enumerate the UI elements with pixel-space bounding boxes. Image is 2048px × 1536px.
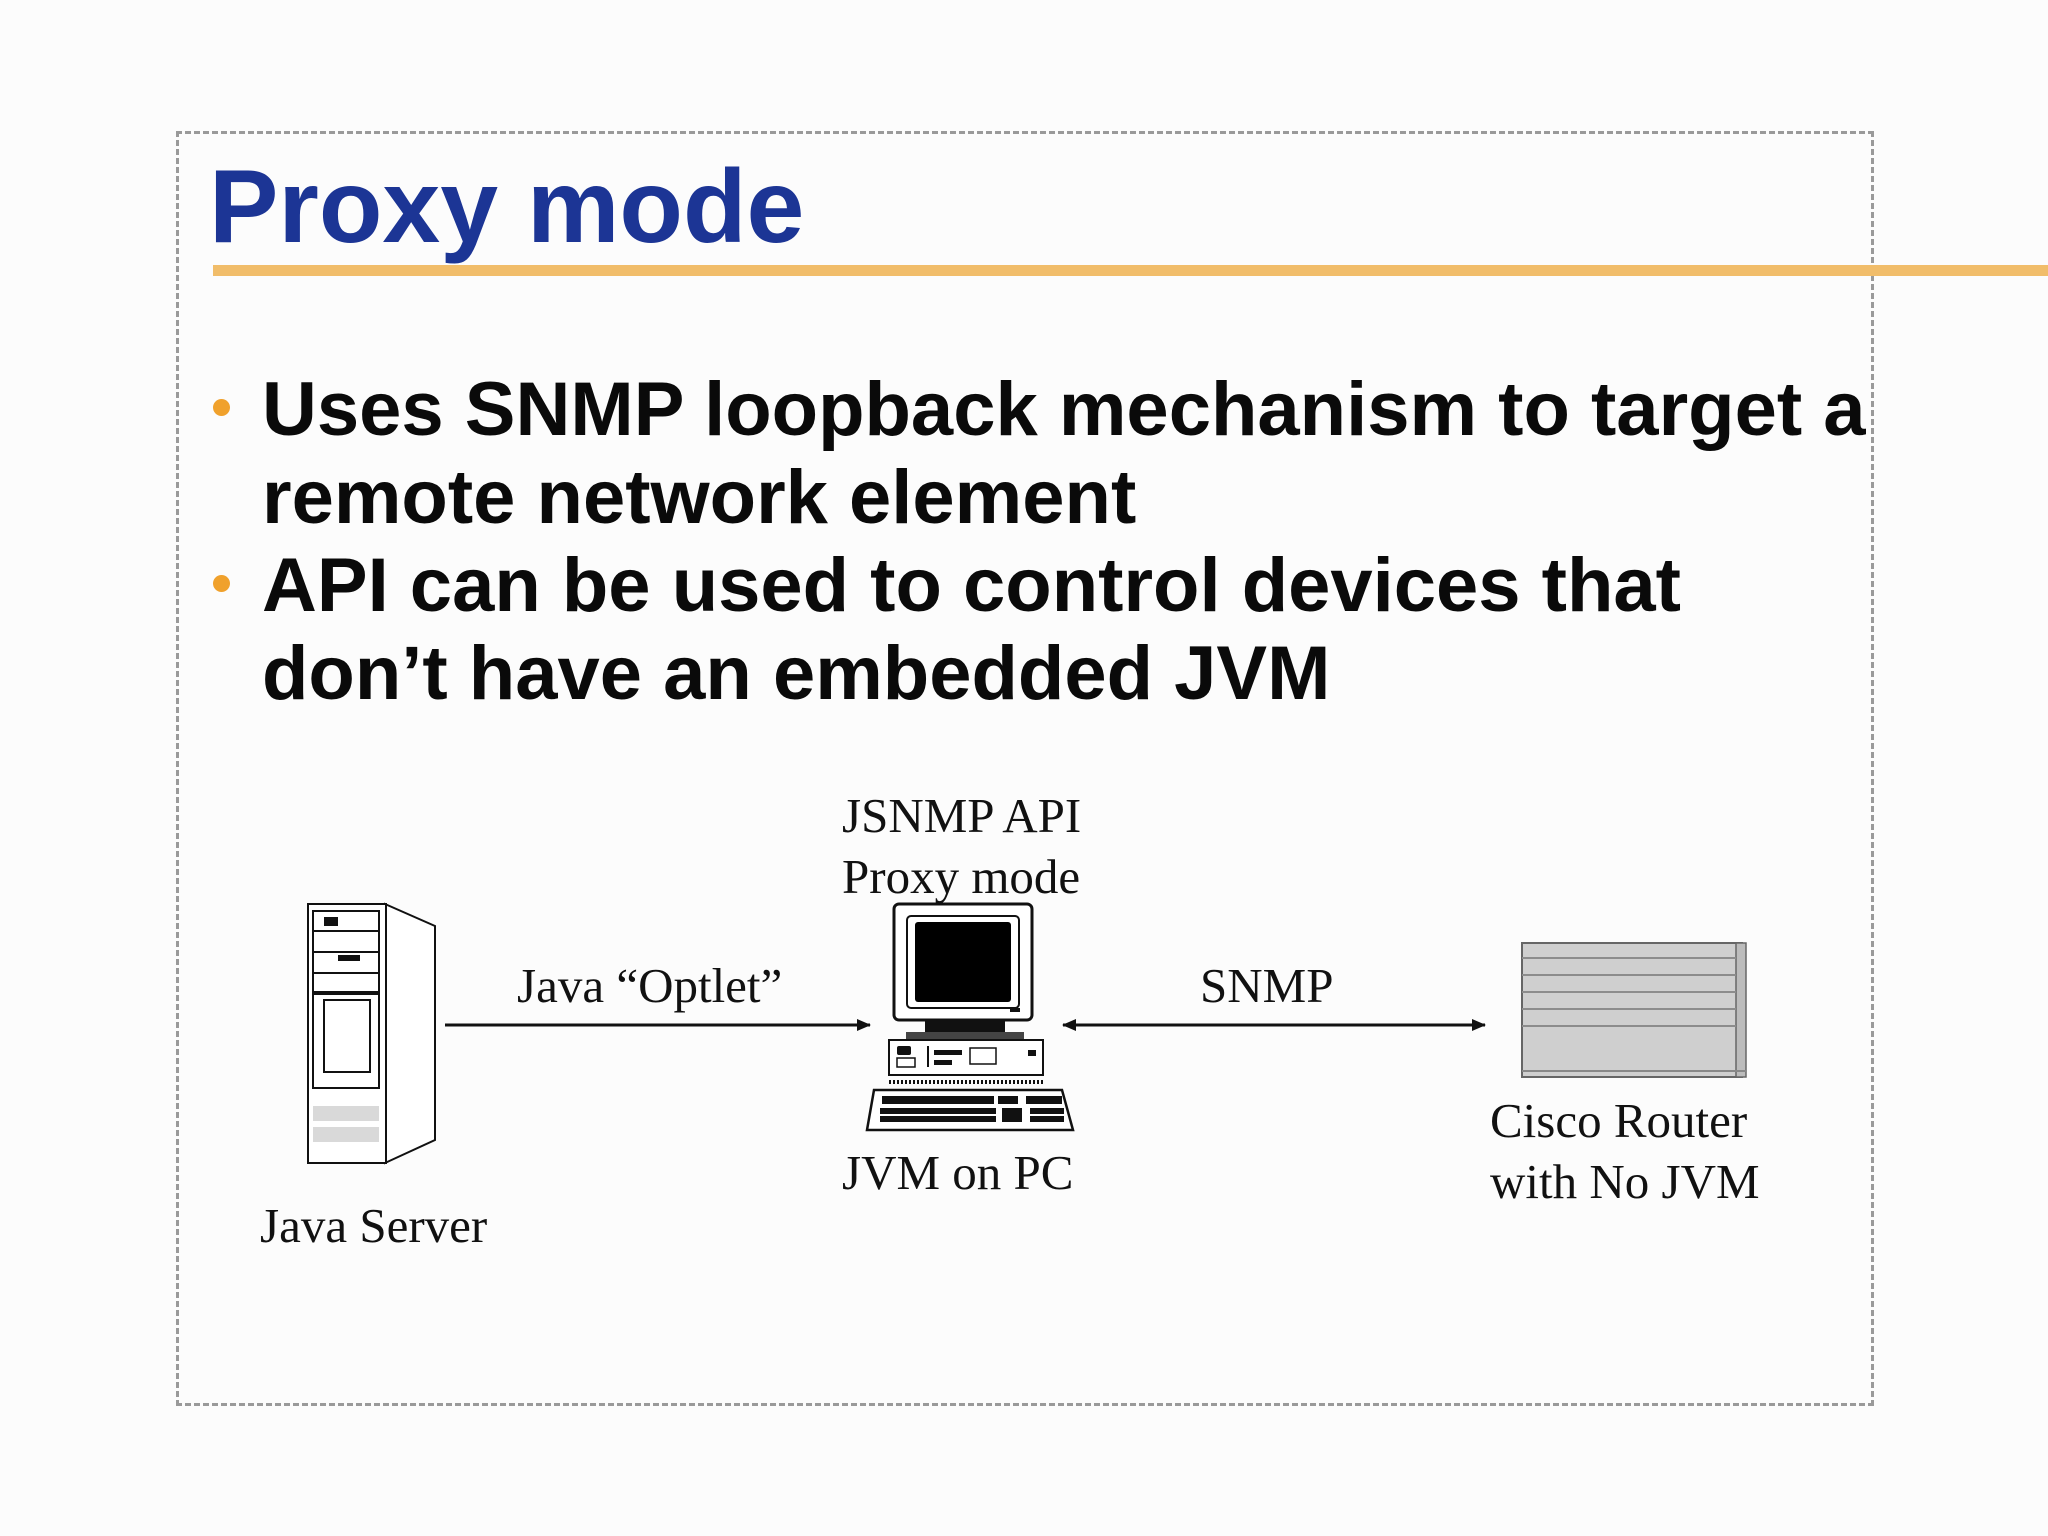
desktop-computer-icon	[865, 902, 1075, 1132]
bullet-list: Uses SNMP loopback mechanism to target a…	[210, 366, 1870, 718]
pc-top-label: JSNMP API Proxy mode	[842, 785, 1081, 907]
bullet-item: Uses SNMP loopback mechanism to target a…	[210, 366, 1870, 542]
bullet-item: API can be used to control devices that …	[210, 542, 1870, 718]
server-tower-icon	[307, 902, 436, 1165]
snmp-edge-label: SNMP	[1200, 958, 1334, 1013]
bullet-dot-icon	[213, 575, 230, 592]
router-label: Cisco Router with No JVM	[1490, 1090, 1760, 1212]
pc-bottom-label: JVM on PC	[842, 1145, 1074, 1200]
router-label-line: Cisco Router	[1490, 1093, 1748, 1148]
content-frame	[176, 131, 1874, 1406]
bullet-dot-icon	[213, 399, 230, 416]
router-label-line: with No JVM	[1490, 1154, 1760, 1209]
optlet-edge-label: Java “Optlet”	[517, 958, 783, 1013]
server-label: Java Server	[260, 1198, 488, 1253]
router-chassis-icon	[1521, 942, 1747, 1078]
pc-top-label-line: JSNMP API	[842, 788, 1082, 843]
bullet-text: Uses SNMP loopback mechanism to target a…	[262, 367, 1866, 540]
pc-top-label-line: Proxy mode	[842, 849, 1081, 904]
bullet-text: API can be used to control devices that …	[262, 543, 1681, 716]
slide-title: Proxy mode	[209, 149, 805, 265]
title-underline	[213, 265, 2048, 276]
